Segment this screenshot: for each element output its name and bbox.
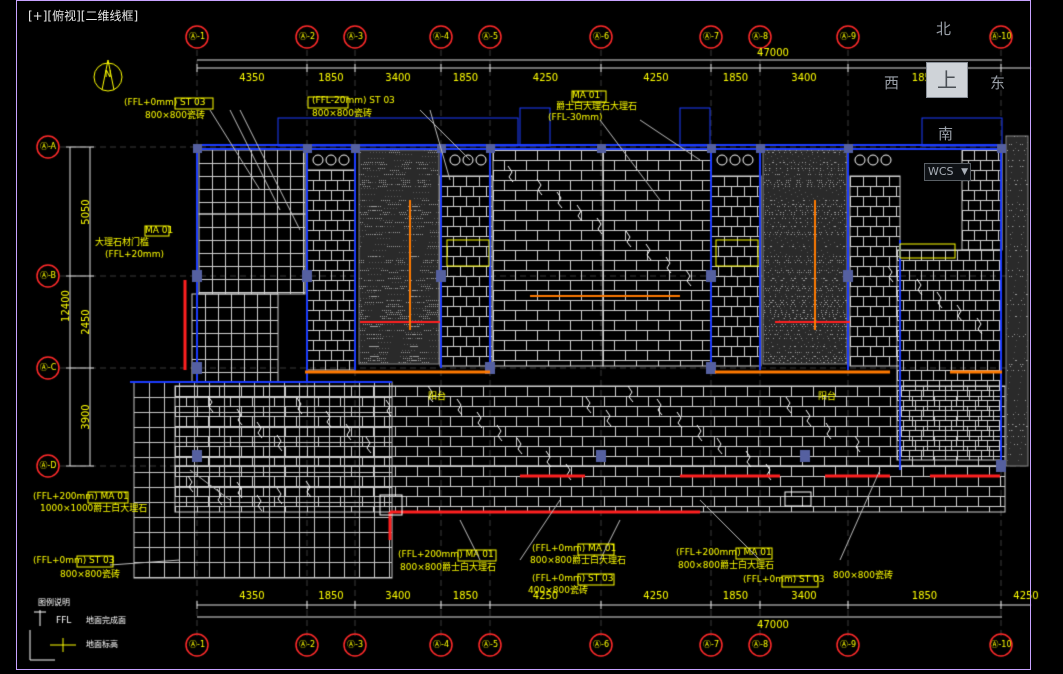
compass-west[interactable]: 西	[884, 74, 900, 92]
view-cube-top-face[interactable]: 上	[926, 62, 968, 98]
chevron-down-icon: ▼	[961, 167, 968, 177]
compass-east[interactable]: 东	[990, 74, 1006, 92]
viewport-label[interactable]: [+][俯视][二维线框]	[28, 9, 139, 23]
compass-south[interactable]: 南	[938, 125, 954, 143]
wcs-label: WCS	[928, 165, 954, 178]
view-cube[interactable]: 北 西 东 南 上 WCS ▼	[880, 15, 1010, 185]
wcs-menu-button[interactable]: WCS ▼	[924, 163, 971, 181]
compass-north[interactable]: 北	[936, 20, 952, 38]
